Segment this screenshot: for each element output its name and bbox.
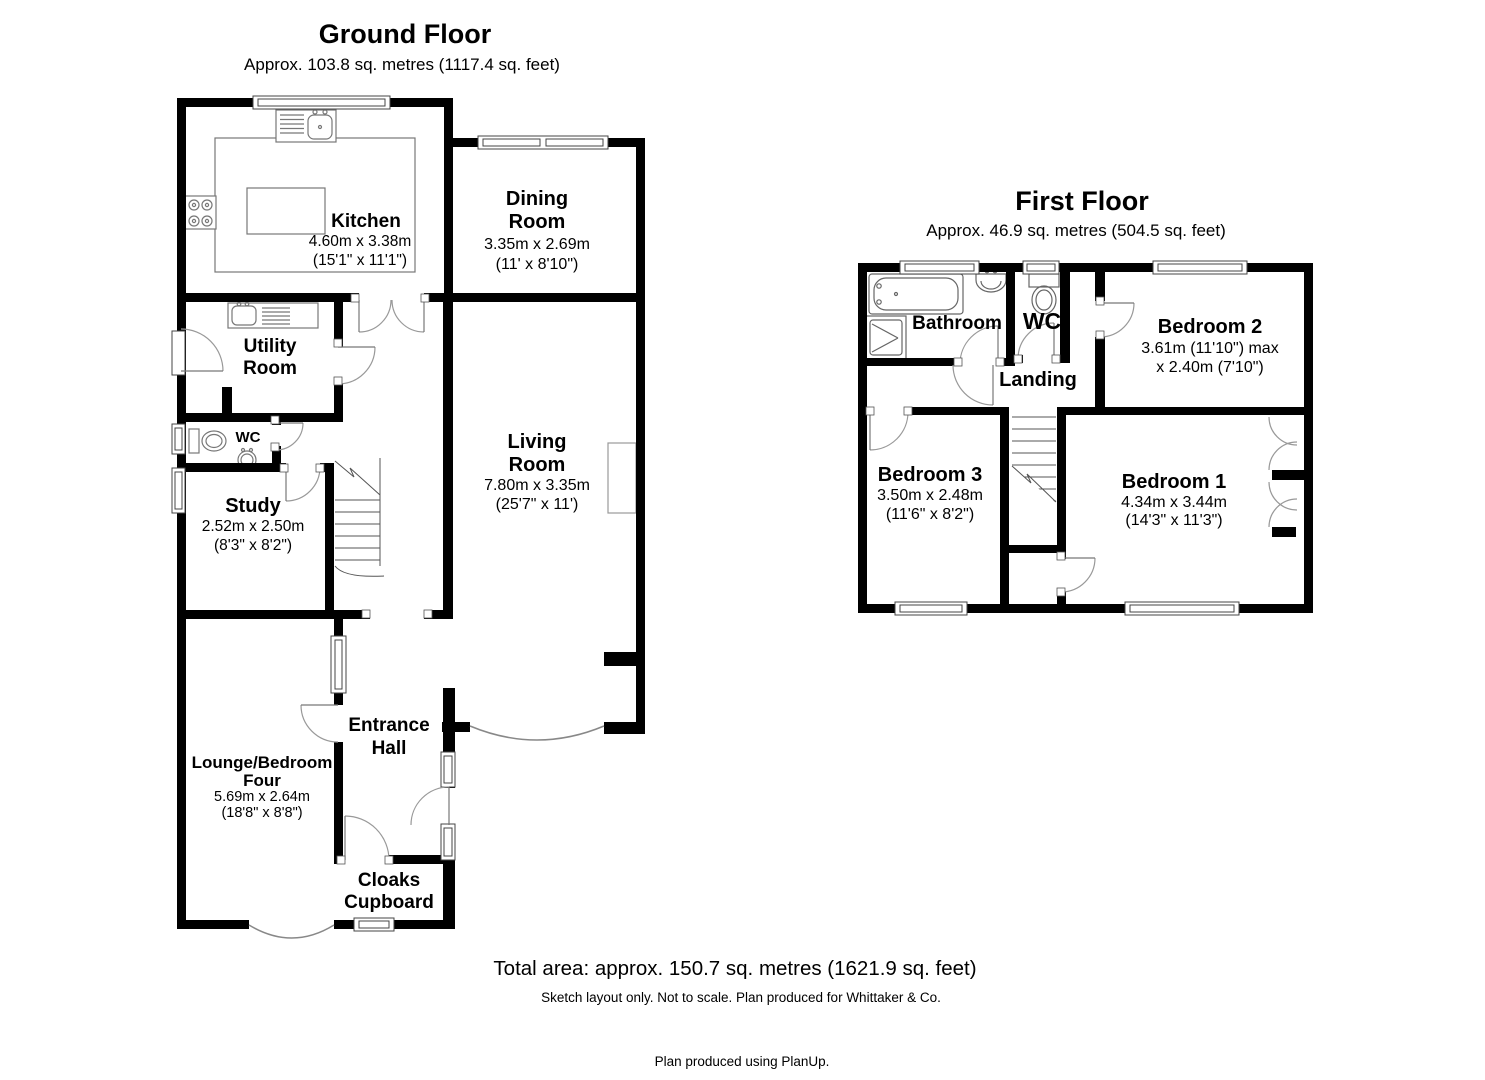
bedroom3-door — [869, 411, 909, 451]
landing-door-arc — [952, 364, 994, 406]
bedroom1-window — [1124, 601, 1240, 616]
label-bathroom: Bathroom — [912, 313, 1002, 334]
first-floor-doors — [869, 302, 1298, 593]
label-living-imperial: (25'7" x 11') — [495, 496, 579, 513]
hob-icon — [184, 195, 217, 230]
label-study-name: Study — [225, 495, 281, 517]
lounge-door — [300, 704, 339, 743]
label-entrance-name2: Hall — [371, 738, 407, 759]
shower-icon — [865, 315, 907, 360]
door-jambs — [270, 293, 1105, 865]
label-bedroom2-name: Bedroom 2 — [1157, 316, 1263, 338]
hall-screen-window — [330, 635, 347, 694]
utility-door-threshold — [171, 330, 186, 376]
label-lounge-imperial: (18'8" x 8'8") — [221, 805, 303, 821]
utility-sink-icon — [227, 301, 319, 329]
staircase-first — [1011, 416, 1057, 503]
label-kitchen-metric: 4.60m x 3.38m — [308, 233, 412, 250]
label-wc-first: WC — [1022, 308, 1062, 334]
label-bedroom1-metric: 4.34m x 3.44m — [1121, 494, 1227, 511]
ground-floor-title: Ground Floor — [318, 19, 492, 49]
label-bedroom1-name: Bedroom 1 — [1121, 471, 1227, 493]
cloaks-door — [344, 815, 390, 861]
wc-first-window — [1022, 260, 1060, 275]
entrance-window-upper — [440, 751, 456, 788]
kitchen-sink-icon — [275, 109, 337, 143]
label-cloaks-name1: Cloaks — [357, 870, 421, 891]
label-wc-ground: WC — [235, 429, 261, 446]
credit-text: Plan produced using PlanUp. — [654, 1054, 830, 1069]
disclaimer-text: Sketch layout only. Not to scale. Plan p… — [541, 990, 941, 1005]
bedroom2-window — [1152, 260, 1248, 275]
label-landing: Landing — [999, 369, 1077, 391]
label-bedroom3-metric: 3.50m x 2.48m — [877, 487, 983, 504]
first-floor-title: First Floor — [1015, 186, 1149, 216]
label-living-metric: 7.80m x 3.35m — [484, 477, 590, 494]
label-dining-metric: 3.35m x 2.69m — [484, 236, 590, 253]
label-bedroom2-metric: 3.61m (11'10") max — [1141, 340, 1279, 357]
utility-external-door — [180, 328, 224, 372]
label-lounge-name1: Lounge/Bedroom — [191, 753, 333, 772]
label-kitchen-imperial: (15'1" x 11'1") — [312, 252, 408, 269]
label-living-name1: Living — [507, 431, 567, 453]
basin-icon-first — [975, 268, 1007, 293]
bedroom3-window — [894, 601, 968, 616]
label-bedroom3-imperial: (11'6" x 8'2") — [885, 506, 975, 523]
front-door — [410, 786, 450, 826]
first-floor-subtitle: Approx. 46.9 sq. metres (504.5 sq. feet) — [926, 221, 1226, 240]
ground-floor-windows — [171, 95, 609, 932]
label-dining-imperial: (11' x 8'10") — [495, 256, 579, 273]
label-bedroom3-name: Bedroom 3 — [877, 464, 983, 486]
ground-floor-subtitle: Approx. 103.8 sq. metres (1117.4 sq. fee… — [244, 55, 560, 74]
total-area-text: Total area: approx. 150.7 sq. metres (16… — [493, 957, 977, 980]
ground-floor-doors — [180, 299, 605, 939]
ground-floor-fixtures — [184, 109, 1057, 577]
label-kitchen-name: Kitchen — [331, 211, 401, 232]
label-cloaks-name2: Cupboard — [344, 892, 434, 913]
label-entrance-name1: Entrance — [348, 715, 430, 736]
kitchen-double-door — [358, 299, 425, 333]
staircase-ground — [334, 458, 385, 577]
label-living-name2: Room — [508, 454, 566, 476]
wardrobe-doors — [1268, 416, 1298, 528]
bedroom2-door — [1099, 302, 1135, 338]
bath-icon — [868, 273, 964, 315]
kitchen-island — [246, 187, 326, 235]
label-dining-name2: Room — [508, 211, 566, 233]
fireplace — [607, 442, 637, 514]
first-floor-windows — [894, 260, 1248, 616]
label-bedroom1-imperial: (14'3" x 11'3") — [1125, 512, 1223, 529]
label-study-metric: 2.52m x 2.50m — [201, 518, 305, 535]
bathroom-window — [899, 260, 980, 275]
lounge-bay-window — [248, 924, 335, 939]
wc-window — [171, 423, 186, 455]
utility-door — [337, 346, 376, 385]
wc-first-door — [1017, 322, 1055, 360]
label-lounge-name2: Four — [243, 771, 281, 790]
label-utility-name2: Room — [243, 358, 297, 379]
label-utility-name1: Utility — [243, 336, 297, 357]
living-bay-window — [469, 725, 605, 741]
cloaks-window — [353, 917, 395, 932]
study-window — [171, 467, 186, 514]
entrance-window-lower — [440, 823, 456, 861]
wc-door — [275, 422, 304, 451]
label-lounge-metric: 5.69m x 2.64m — [214, 789, 310, 805]
study-door — [285, 466, 321, 502]
label-bedroom2-imperial: x 2.40m (7'10") — [1156, 359, 1264, 376]
label-study-imperial: (8'3" x 8'2") — [213, 537, 293, 554]
label-dining-name1: Dining — [505, 188, 569, 210]
toilet-icon-ground — [188, 428, 227, 454]
kitchen-window — [252, 95, 391, 110]
bedroom1-door — [1060, 557, 1096, 593]
dining-window — [477, 135, 609, 150]
